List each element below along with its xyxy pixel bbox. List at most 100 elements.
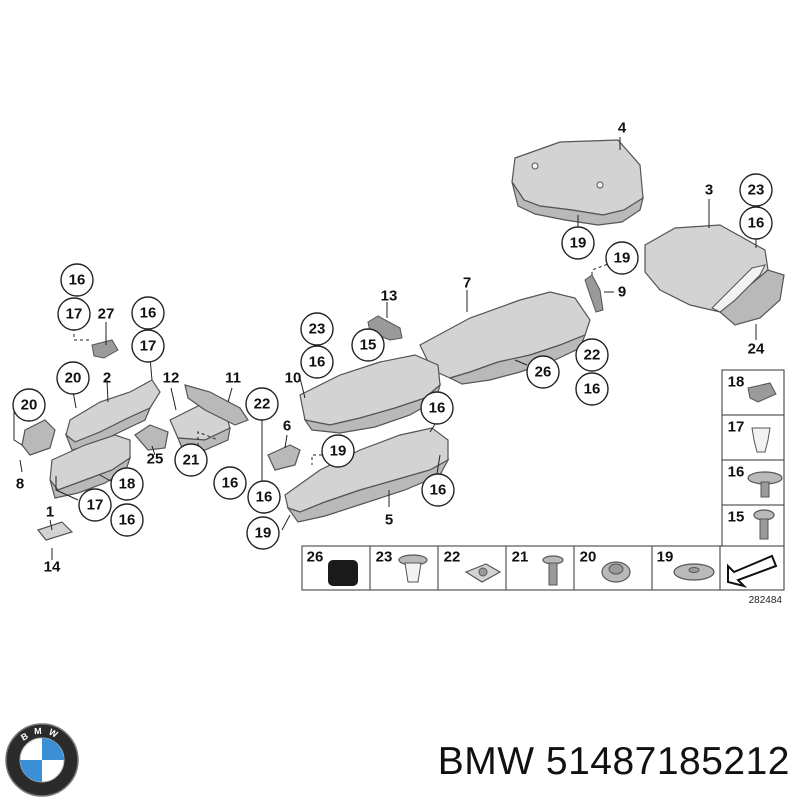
- callout-label: 20: [65, 370, 82, 387]
- callout-label: 23: [748, 182, 765, 199]
- part-label: 24: [748, 341, 765, 358]
- part-label: 2: [103, 370, 111, 387]
- callout-label: 21: [183, 452, 200, 469]
- callout: 16: [300, 345, 334, 379]
- callout: 23: [739, 173, 773, 207]
- part-2-shape: [64, 379, 161, 451]
- callout: 16: [60, 263, 94, 297]
- callout-label: 16: [256, 489, 273, 506]
- callout: 20: [56, 361, 90, 395]
- callout-label: 17: [87, 497, 104, 514]
- callout-label: 18: [119, 476, 136, 493]
- part-label: 12: [163, 370, 180, 387]
- brand-part-number: BMW 51487185212: [437, 740, 790, 783]
- callout-label: 16: [430, 482, 447, 499]
- part-10-shape: [299, 354, 442, 434]
- callout-label: 16: [584, 381, 601, 398]
- part-8-shape: [21, 419, 56, 456]
- callout: 16: [575, 372, 609, 406]
- callout: 16: [110, 503, 144, 537]
- part-25-shape: [134, 424, 169, 451]
- callout: 19: [321, 434, 355, 468]
- part-label: 5: [385, 512, 393, 529]
- callout: 17: [57, 297, 91, 331]
- part-label: 11: [225, 370, 241, 387]
- part-5-shape: [284, 427, 450, 523]
- part-27-shape: [91, 339, 119, 359]
- part-label: 25: [147, 451, 164, 468]
- legend-number: 18: [728, 374, 745, 391]
- part-9-shape: [584, 274, 604, 313]
- callout: 20: [12, 388, 46, 422]
- part-label: 27: [98, 306, 115, 323]
- callout-label: 23: [309, 321, 326, 338]
- brand-row: BMW BMW 51487185212: [0, 712, 800, 800]
- legend-number: 22: [444, 549, 461, 566]
- legend-number: 16: [728, 464, 745, 481]
- part-label: 7: [463, 275, 471, 292]
- callout: 19: [605, 241, 639, 275]
- part-label: 1: [46, 504, 54, 521]
- callout-label: 16: [222, 475, 239, 492]
- callout-label: 16: [140, 305, 157, 322]
- part-1-shape: [49, 434, 132, 499]
- callout: 17: [131, 329, 165, 363]
- callout-label: 16: [119, 512, 136, 529]
- callout: 26: [526, 355, 560, 389]
- callout-label: 19: [614, 250, 631, 267]
- callout-label: 26: [535, 364, 552, 381]
- part-6-shape: [267, 444, 301, 471]
- callout-label: 19: [570, 235, 587, 252]
- callout: 22: [245, 387, 279, 421]
- part-label: 9: [618, 284, 626, 301]
- callout: 22: [575, 338, 609, 372]
- legend-number: 19: [657, 549, 674, 566]
- callout: 16: [247, 480, 281, 514]
- callout: 16: [213, 466, 247, 500]
- part-3-shape: [644, 224, 785, 326]
- part-4-shape: [511, 139, 644, 226]
- bmw-logo: BMW: [5, 723, 79, 797]
- callout: 15: [351, 328, 385, 362]
- callout: 16: [131, 296, 165, 330]
- part-7-shape: [419, 291, 591, 385]
- part-label: 13: [381, 288, 398, 305]
- legend-number: 26: [307, 549, 324, 566]
- callout-label: 19: [330, 443, 347, 460]
- callout-label: 20: [21, 397, 38, 414]
- callout-label: 17: [66, 306, 83, 323]
- part-14-shape: [36, 521, 74, 541]
- part-label: 4: [618, 120, 627, 137]
- callout-label: 16: [748, 215, 765, 232]
- callout-label: 17: [140, 338, 157, 355]
- callout: 16: [421, 473, 455, 507]
- callout: 17: [78, 488, 112, 522]
- callout: 18: [110, 467, 144, 501]
- callout: 23: [300, 312, 334, 346]
- part-label: 3: [705, 182, 713, 199]
- legend-number: 21: [512, 549, 529, 566]
- legend-number: 17: [728, 419, 745, 436]
- part-11-shape: [184, 384, 249, 426]
- callout-label: 22: [584, 347, 601, 364]
- legend-number: 15: [728, 509, 745, 526]
- part-label: 6: [283, 418, 291, 435]
- callout-label: 16: [309, 354, 326, 371]
- callout: 16: [739, 206, 773, 240]
- fastener-legend-horizontal: 26 23 22 21 20 19 282484: [301, 545, 785, 606]
- reference-number: 282484: [749, 595, 783, 606]
- plain-labels: 4 3 24 9 7 13 2 27 1 8 14 12 11 10 6 5 2…: [16, 120, 765, 576]
- part-label: 14: [44, 559, 61, 576]
- callout: 21: [174, 443, 208, 477]
- callout: 16: [420, 391, 454, 425]
- legend-number: 20: [580, 549, 597, 566]
- part-label: 10: [285, 370, 302, 387]
- legend-number: 23: [376, 549, 393, 566]
- callout-label: 19: [255, 525, 272, 542]
- fastener-legend-vertical: 18 17 16 15: [721, 369, 785, 551]
- callout-label: 16: [429, 400, 446, 417]
- callout: 19: [246, 516, 280, 550]
- callout-label: 16: [69, 272, 86, 289]
- callout-label: 22: [254, 396, 271, 413]
